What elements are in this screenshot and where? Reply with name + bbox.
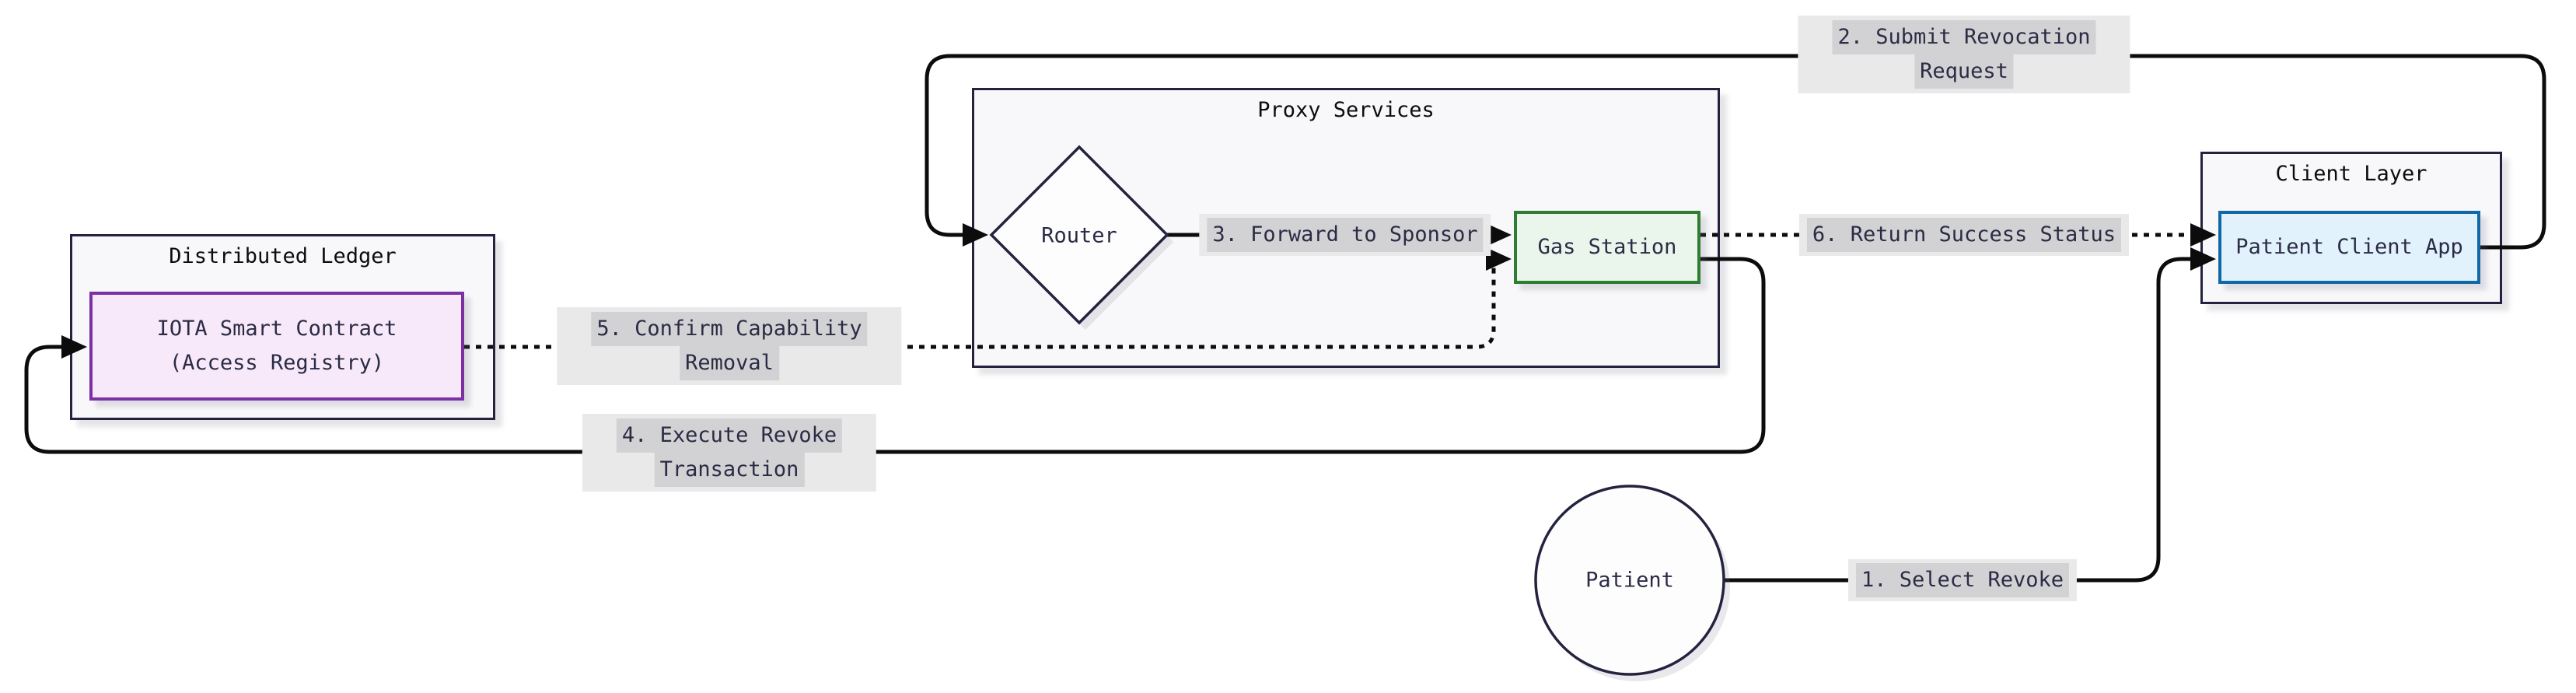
- edge-5-path: [464, 260, 1496, 349]
- edge-3-arrowhead: [1486, 223, 1512, 247]
- edge-4-path: [24, 257, 1766, 454]
- edge-1-path: [1724, 257, 2190, 583]
- node-patient-label: Patient: [1585, 568, 1674, 593]
- node-patient-client-app: Patient Client App: [2218, 211, 2480, 284]
- edge-1-arrowhead: [2190, 247, 2216, 271]
- patient-circle: [1534, 485, 1725, 676]
- edge-label-1-select-revoke: 1. Select Revoke: [1847, 559, 2078, 601]
- edge-label-2-submit-revocation-request: 2. Submit Revocation Request: [1798, 16, 2130, 93]
- edge-label-4-execute-revoke-transaction: 4. Execute Revoke Transaction: [582, 414, 877, 492]
- router-diamond: [989, 145, 1169, 325]
- edge-2-arrowhead: [963, 223, 988, 247]
- edge-6-arrowhead: [2190, 223, 2216, 247]
- cluster-title-client-layer: Client Layer: [2275, 162, 2427, 186]
- edge-4-arrowhead: [61, 335, 87, 359]
- node-gas-station: Gas Station: [1514, 211, 1700, 284]
- node-patient-client-app-label: Patient Client App: [2235, 235, 2463, 259]
- node-iota-label-line1: IOTA Smart Contract: [156, 317, 397, 341]
- cluster-title-distributed-ledger: Distributed Ledger: [169, 244, 397, 268]
- node-router-label: Router: [1041, 223, 1117, 248]
- node-gas-station-label: Gas Station: [1537, 235, 1677, 259]
- cluster-title-proxy-services: Proxy Services: [1257, 98, 1435, 122]
- node-iota-smart-contract: IOTA Smart Contract (Access Registry): [89, 292, 464, 401]
- node-iota-label-line2: (Access Registry): [169, 351, 385, 375]
- edge-2-path: [924, 54, 2546, 250]
- edge-label-3-forward-to-sponsor: 3. Forward to Sponsor: [1199, 214, 1491, 256]
- edge-label-5-confirm-capability-removal: 5. Confirm Capability Removal: [557, 307, 902, 385]
- edge-5-arrowhead: [1486, 247, 1512, 271]
- edge-label-6-return-success-status: 6. Return Success Status: [1798, 214, 2130, 256]
